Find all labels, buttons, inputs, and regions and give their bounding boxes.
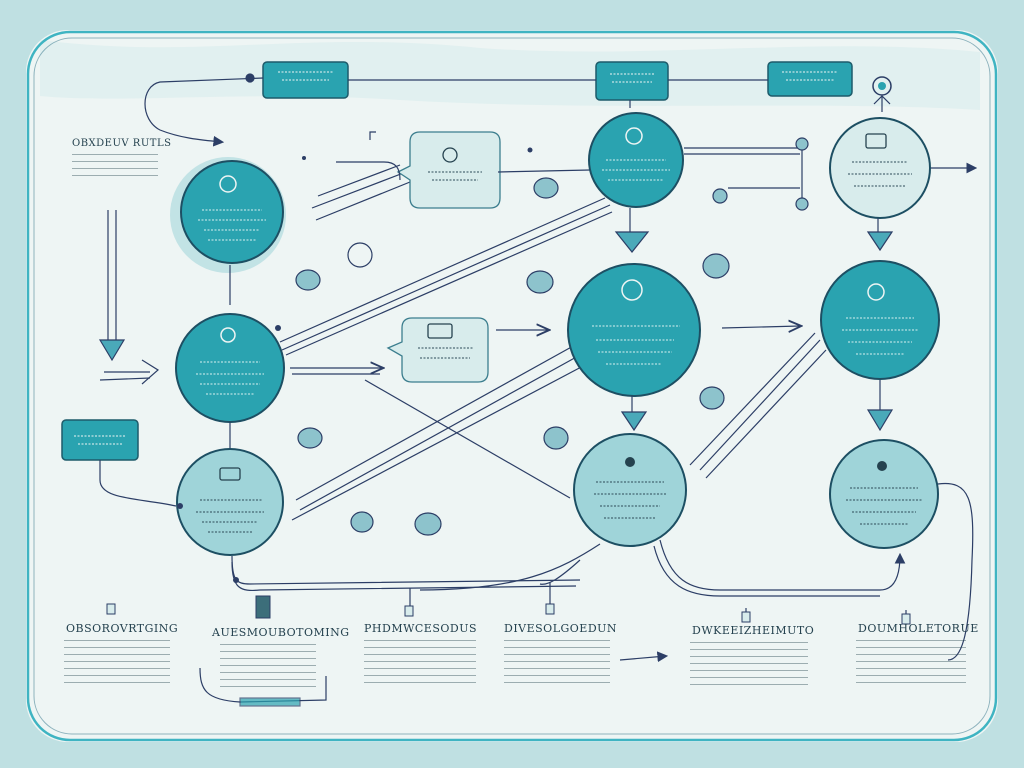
arrow-c8-c9 <box>866 380 894 432</box>
small-dots <box>177 147 533 583</box>
diagonal-connectors <box>279 164 827 521</box>
speech-bubble-1 <box>396 131 501 209</box>
node-circle-7 <box>829 117 931 219</box>
small-arrows <box>290 147 978 663</box>
frame-border-inner <box>33 37 991 735</box>
node-circle-6 <box>573 433 687 547</box>
header-note: OBXDEUV RUTLS <box>72 138 172 149</box>
bottom-connectors <box>199 539 907 707</box>
right-edge-connector <box>937 482 974 661</box>
column-text-4 <box>504 638 610 688</box>
node-circle-4 <box>588 112 684 208</box>
column-text-1 <box>64 638 170 688</box>
left-arrow-right <box>99 359 160 385</box>
frame-border <box>26 30 998 742</box>
node-circle-8 <box>820 260 940 380</box>
decorative-ring <box>347 242 373 268</box>
column-label-6: DOUMHOLETORUE <box>858 622 979 635</box>
column-text-2 <box>220 642 316 690</box>
left-arrow-down <box>98 210 126 362</box>
decorative-bubbles <box>295 137 809 536</box>
decorative-lines <box>336 131 803 198</box>
column-text-5 <box>690 640 808 690</box>
top-box-1 <box>262 61 349 99</box>
column-label-2: AUESMOUBOTOMING <box>212 626 350 639</box>
column-text-6 <box>856 638 966 688</box>
top-right-target <box>872 76 892 112</box>
column-label-5: DWKEEIZHEIMUTO <box>692 624 815 637</box>
node-circle-3 <box>176 448 284 556</box>
speech-bubble-2 <box>386 317 489 383</box>
top-box-3 <box>767 61 853 97</box>
column-text-3 <box>364 638 476 688</box>
column-label-4: DIVESOLGOEDUN <box>504 622 618 635</box>
node-circle-2 <box>175 313 285 423</box>
column-label-1: OBSOROVRTGING <box>66 622 179 635</box>
arrow-c4-c5 <box>614 208 650 253</box>
header-note-lines <box>72 152 158 178</box>
column-markers <box>106 595 911 625</box>
node-circle-9 <box>829 439 939 549</box>
node-circle-5 <box>567 263 701 397</box>
node-circle-1 <box>170 157 286 273</box>
arrow-c7-c8 <box>866 218 894 252</box>
arrow-c5-c6 <box>620 396 648 432</box>
top-connectors <box>144 73 768 147</box>
left-box <box>61 419 177 507</box>
column-label-3: PHDMWCESODUS <box>364 622 478 635</box>
top-box-2 <box>595 61 669 101</box>
